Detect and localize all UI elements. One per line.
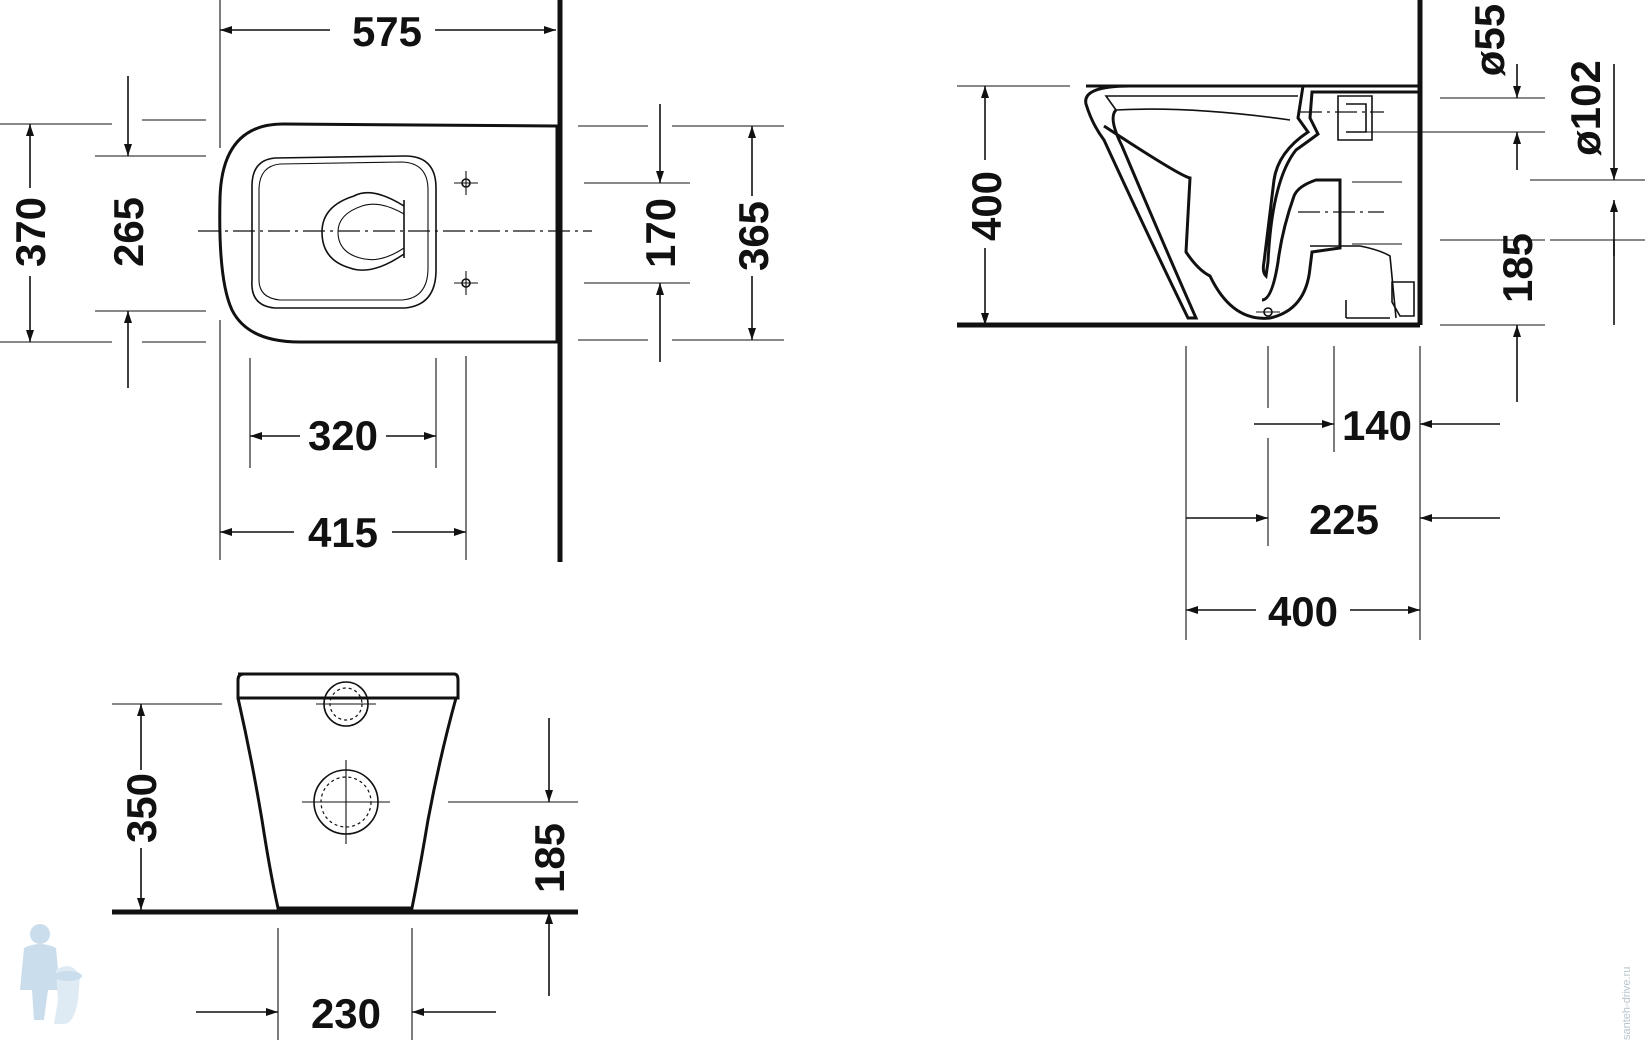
dim-hole-spacing: 170: [637, 198, 684, 268]
dim-width-365: 365: [730, 201, 777, 271]
side-view: 400 ø55 ø102 185 140 225: [957, 0, 1645, 640]
pan-front-profile: [1084, 84, 1199, 320]
watermark-text: santeh-drive.ru: [1621, 967, 1633, 1040]
fixing-hole-top: [454, 171, 478, 195]
fixing-hole-bottom: [454, 271, 478, 295]
bowl-opening: [321, 191, 405, 271]
dim-front-height: 350: [118, 773, 165, 843]
pan-outer-profile: [1261, 84, 1420, 280]
plumber-mascot-icon: [20, 924, 82, 1024]
dim-front-outlet-height: 185: [526, 823, 573, 893]
dim-side-depth: 400: [1268, 588, 1338, 635]
dim-bowl-length: 320: [308, 412, 378, 459]
inlet-detail: [1337, 95, 1373, 141]
pan-front-body: [236, 697, 458, 910]
dim-inner-width: 265: [105, 197, 152, 267]
seat-band: [236, 672, 460, 700]
dim-225: 225: [1309, 496, 1379, 543]
dim-140: 140: [1342, 402, 1412, 449]
bowl-inner-rim-2: [258, 161, 429, 301]
dim-overall-length: 575: [352, 8, 422, 55]
bowl-opening-inner: [337, 203, 405, 261]
front-view: 350 185 230: [112, 672, 578, 1040]
bowl-inner-rim: [251, 155, 437, 309]
dim-outer-width: 370: [7, 197, 54, 267]
dim-side-height: 400: [963, 171, 1010, 241]
dim-fixing-length: 415: [308, 509, 378, 556]
top-view: 575 370 265 170 365 320: [0, 0, 784, 562]
bowl-outline-top: [218, 122, 559, 344]
dim-inlet-diameter: ø55: [1466, 4, 1513, 76]
trap-sloped-detail: [1391, 281, 1415, 317]
dim-base-width: 230: [311, 990, 381, 1037]
pan-rim-inner: [1104, 95, 1298, 121]
outlet-pipe: [1310, 245, 1397, 319]
bowl-cavity: [1103, 124, 1342, 320]
dim-outlet-diameter: ø102: [1562, 60, 1609, 156]
dim-side-outlet-height: 185: [1494, 233, 1541, 303]
outlet-circle-front: [302, 760, 390, 844]
inlet-circle-front: [316, 681, 376, 727]
